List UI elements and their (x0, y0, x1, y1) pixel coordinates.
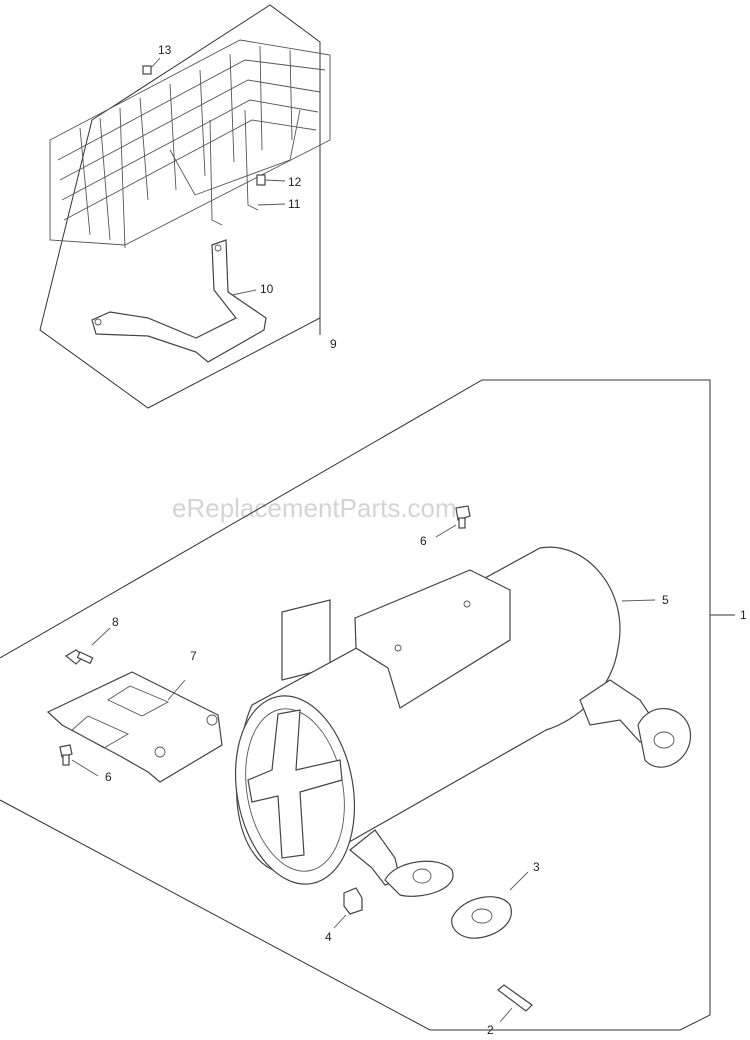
callout-1: 1 (740, 608, 747, 622)
bolt-12 (256, 174, 286, 186)
gasket (451, 871, 529, 939)
callout-12: 12 (288, 175, 302, 189)
callout-9: 9 (330, 337, 337, 351)
callout-4: 4 (325, 930, 332, 944)
callout-13: 13 (158, 43, 172, 57)
callout-5: 5 (662, 593, 669, 607)
bolt-6-top (435, 505, 471, 538)
stud (497, 984, 533, 1023)
callout-8: 8 (112, 615, 119, 629)
wire-guard (49, 39, 331, 249)
bolt-8 (64, 627, 111, 665)
muffler (234, 546, 691, 897)
callout-6-top: 6 (420, 534, 427, 548)
muffler-bracket (46, 671, 223, 783)
bolt-6-bottom (59, 744, 99, 777)
guard-bracket (91, 239, 267, 363)
watermark: eReplacementParts.com (172, 493, 457, 523)
upper-group-outline (39, 4, 321, 409)
nut (333, 887, 363, 929)
lower-group-outline (0, 379, 735, 1031)
callout-3: 3 (533, 860, 540, 874)
bolt-13 (142, 57, 161, 75)
callout-2: 2 (487, 1023, 494, 1037)
callout-10: 10 (260, 282, 274, 296)
callout-6-bottom: 6 (105, 770, 112, 784)
callout-11: 11 (288, 197, 301, 211)
callout-7: 7 (190, 649, 197, 663)
